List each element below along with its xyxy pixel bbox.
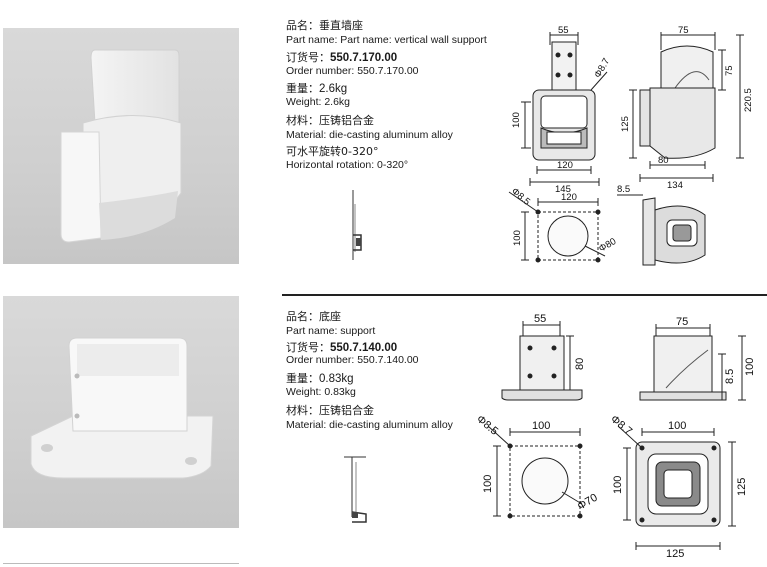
weight-value: 2.6kg: [319, 83, 348, 95]
side-view-1: [629, 32, 744, 182]
dim-bottom-h: 100: [482, 475, 494, 493]
weight-en: Weight: 2.6kg: [286, 96, 351, 108]
section-divider: [282, 294, 767, 296]
dim-bottom-circle: Φ80: [597, 236, 618, 255]
weight-value: 0.83kg: [319, 373, 354, 385]
dim-iso-label: 8.5: [617, 184, 630, 195]
dim-bottom-h: 100: [512, 230, 523, 246]
dim-side-top-h: 75: [724, 65, 735, 76]
part-name-zh: 品名：垂直墙座: [286, 19, 363, 32]
product2-technical-drawings: 55 80 75 8.5 100 Φ8.5 100 100 Φ70 Φ8.7 1…: [474, 313, 756, 558]
dim-front-h: 80: [574, 358, 586, 370]
plan-view-2: [617, 425, 736, 550]
dim-front-height: 100: [511, 112, 522, 128]
material-en: Material: die-casting aluminum alloy: [286, 129, 453, 141]
profile-sketch-1: [352, 190, 362, 260]
order-number-zh: 订货号：550.7.170.00: [286, 51, 397, 65]
order-number-en: Order number: 550.7.140.00: [286, 354, 419, 366]
dim-side-w1: 80: [658, 155, 669, 166]
dim-front-width-inner: 120: [557, 160, 573, 171]
dim-plan-w-bottom: 125: [666, 548, 684, 558]
weight-en: Weight: 0.83kg: [286, 386, 356, 398]
front-view-2: [501, 321, 583, 401]
order-label-zh: 订货号：: [286, 341, 330, 354]
part-name-zh: 品名：底座: [286, 310, 341, 323]
dim-side-top: 75: [676, 316, 688, 328]
dim-side-h: 125: [620, 116, 631, 132]
product2-specs: 品名：底座 Part name: support 订货号：550.7.140.0…: [286, 310, 506, 440]
dim-side-top: 75: [678, 25, 689, 36]
weight-zh: 重量：2.6kg: [286, 82, 347, 96]
material-zh: 材料：压铸铝合金: [286, 114, 374, 127]
dim-side-w2: 134: [667, 180, 683, 191]
dim-side-small: 8.5: [724, 369, 736, 384]
dim-bottom-circle: Φ70: [576, 492, 600, 513]
dim-front-top: 55: [534, 313, 546, 325]
support-render: [30, 337, 214, 479]
material-zh: 材料：压铸铝合金: [286, 404, 374, 417]
dim-front-hole: Φ8.7: [592, 56, 612, 80]
rotation-en: Horizontal rotation: 0-320°: [286, 159, 409, 171]
dim-bottom-w: 120: [561, 192, 577, 203]
dim-side-h: 100: [744, 358, 756, 376]
order-number-zh: 订货号：550.7.140.00: [286, 341, 397, 355]
bottom-plate-view-2: [487, 425, 583, 519]
part-name-en: Part name: Part name: vertical wall supp…: [286, 34, 487, 46]
product-photo-wall-support: [3, 28, 239, 264]
weight-zh: 重量：0.83kg: [286, 372, 354, 386]
dim-bottom-hole: Φ8.5: [509, 186, 532, 208]
dim-front-top: 55: [558, 25, 569, 36]
order-code: 550.7.170.00: [330, 52, 398, 64]
photo-bottom-rule: [3, 563, 239, 564]
dim-plan-h-right: 125: [736, 478, 748, 496]
dim-plan-h-left: 100: [612, 476, 624, 494]
dim-plan-hole: Φ8.7: [608, 413, 634, 438]
dim-front-width-outer: 145: [555, 184, 571, 195]
material-en: Material: die-casting aluminum alloy: [286, 419, 453, 431]
iso-view-1: [617, 194, 706, 266]
dim-bottom-w: 100: [532, 420, 550, 432]
order-code: 550.7.140.00: [330, 342, 398, 354]
front-view-1: [521, 32, 608, 186]
order-number-en: Order number: 550.7.170.00: [286, 65, 419, 77]
rotation-zh: 可水平旋转0-320°: [286, 145, 379, 158]
weight-label-zh: 重量：: [286, 82, 319, 95]
weight-label-zh: 重量：: [286, 372, 319, 385]
product-photo-support: [3, 296, 239, 528]
product1-specs: 品名：垂直墙座 Part name: Part name: vertical w…: [286, 19, 506, 179]
product1-technical-drawings: 55 Φ8.7 100 120 145 75 75 220.5 125 80 1…: [508, 25, 754, 266]
wall-support-render: [60, 49, 182, 243]
order-label-zh: 订货号：: [286, 51, 330, 64]
profile-sketch-2: [344, 456, 367, 523]
dim-plan-w-top: 100: [668, 420, 686, 432]
part-name-en: Part name: support: [286, 325, 376, 337]
side-view-2: [639, 324, 746, 401]
bottom-plate-view-1: [508, 191, 606, 263]
dim-side-total-h: 220.5: [743, 88, 754, 112]
